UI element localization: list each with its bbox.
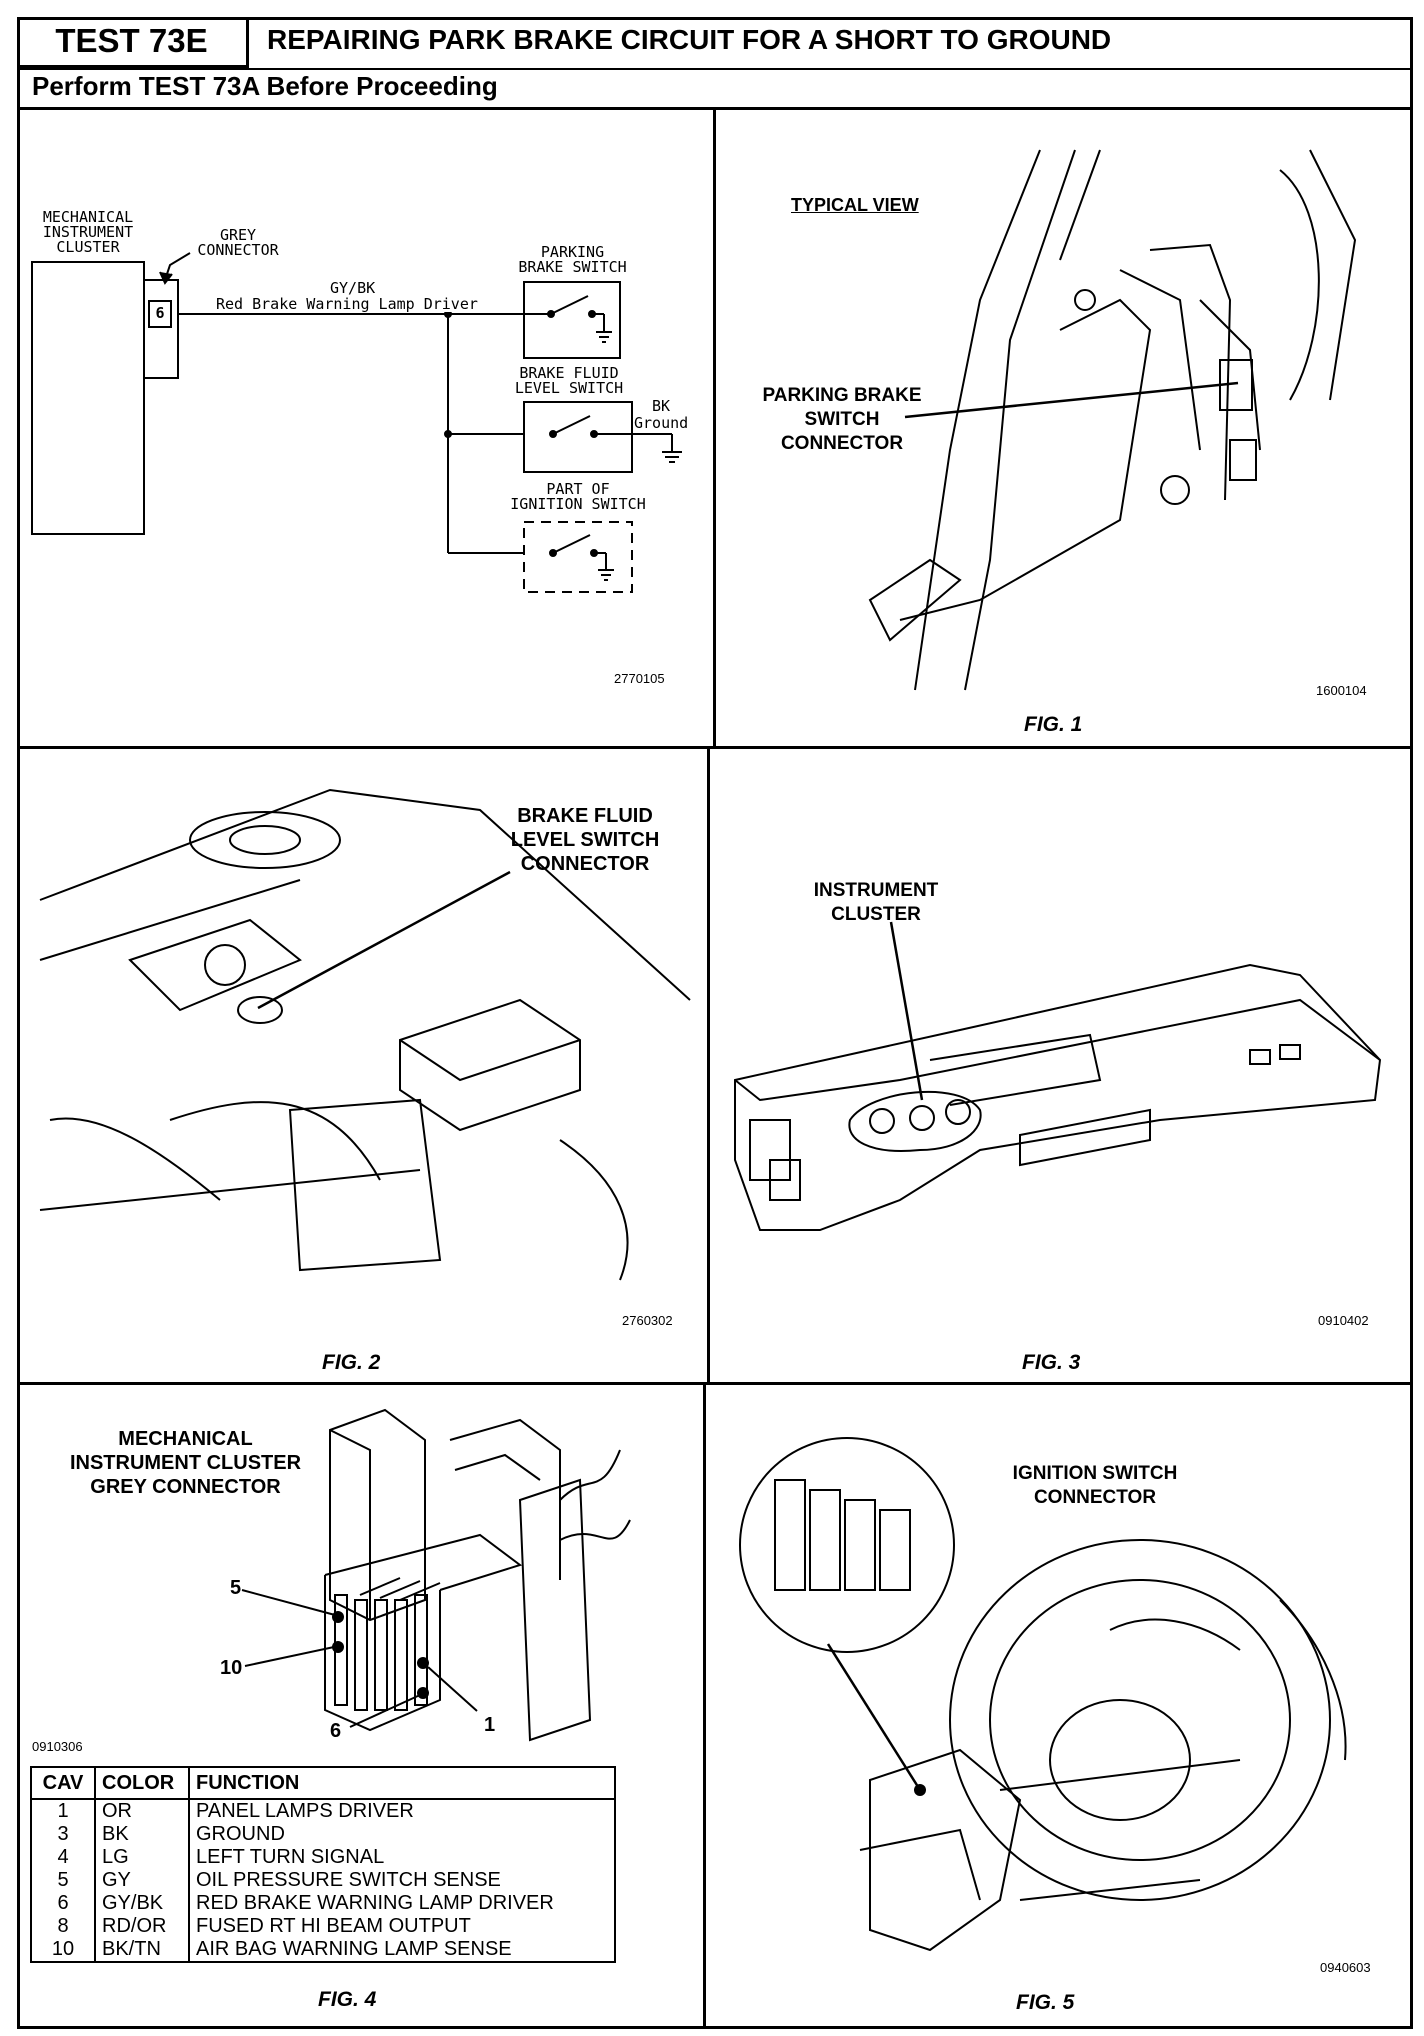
fig3-leader-line: [889, 921, 924, 1101]
pin-label-1: 1: [484, 1714, 496, 1736]
fig1-callout: PARKING BRAKE SWITCH CONNECTOR: [762, 385, 922, 454]
figure-id: 0910402: [1318, 1313, 1369, 1328]
grid-divider: [17, 1382, 1413, 1385]
fig4-callout: MECHANICAL INSTRUMENT CLUSTER GREY CONNE…: [69, 1428, 302, 1498]
grid-divider: [17, 746, 1413, 749]
table-header-row: CAV COLOR FUNCTION: [30, 1766, 616, 1800]
fig1-leader-line: [904, 381, 1239, 419]
grid-divider: [713, 107, 716, 747]
fig5-callout: IGNITION SWITCH CONNECTOR: [1012, 1463, 1178, 1508]
pin-label-6: 6: [330, 1720, 342, 1742]
fig2-leader-line: [257, 870, 511, 1010]
figure-id: 2770105: [614, 671, 665, 686]
figure-id: 2760302: [622, 1313, 673, 1328]
ground-label: Ground: [634, 414, 689, 432]
header-divider: [17, 68, 1413, 70]
wire-name: Red Brake Warning Lamp Driver: [216, 295, 478, 313]
page-title: REPAIRING PARK BRAKE CIRCUIT FOR A SHORT…: [267, 24, 1112, 55]
ignition-switch-label: PART OF IGNITION SWITCH: [510, 480, 646, 513]
figure-caption: FIG. 4: [318, 1988, 377, 2011]
fig2-callout: BRAKE FLUID LEVEL SWITCH CONNECTOR: [510, 805, 660, 875]
figure-caption: FIG. 2: [322, 1351, 381, 1374]
table-header-function: FUNCTION: [188, 1766, 616, 1800]
pin-label-5: 5: [230, 1577, 242, 1599]
figure-caption: FIG. 3: [1022, 1351, 1081, 1374]
parking-brake-switch-label: PARKING BRAKE SWITCH: [518, 243, 627, 276]
brake-fluid-switch-label: BRAKE FLUID LEVEL SWITCH: [514, 364, 624, 397]
figure-id: 1600104: [1316, 683, 1367, 698]
figure-id: 0910306: [32, 1739, 83, 1754]
table-header-cav: CAV: [30, 1766, 96, 1800]
fig3-callout: INSTRUMENT CLUSTER: [813, 880, 939, 925]
pin-label-10: 10: [220, 1657, 243, 1679]
wire-color: GY/BK: [330, 279, 376, 297]
test-id: TEST 73E: [17, 17, 249, 68]
cluster-label: MECHANICAL INSTRUMENT CLUSTER: [42, 208, 134, 256]
table-header-color: COLOR: [94, 1766, 190, 1800]
grid-divider: [703, 1382, 706, 2029]
figure-caption: FIG. 1: [1024, 713, 1083, 736]
grid-divider: [707, 746, 710, 1383]
connector-pin: 6: [155, 304, 165, 322]
page-subtitle: Perform TEST 73A Before Proceeding: [32, 71, 498, 101]
page-frame: [17, 17, 1413, 2029]
grey-connector-label: GREY CONNECTOR: [197, 226, 279, 259]
figure-id: 0940603: [1320, 1960, 1371, 1975]
figure-caption: FIG. 5: [1016, 1991, 1075, 2014]
fig5-leader-line: [826, 1643, 922, 1791]
ground-color: BK: [652, 397, 671, 415]
typical-view-label: TYPICAL VIEW: [791, 195, 919, 215]
